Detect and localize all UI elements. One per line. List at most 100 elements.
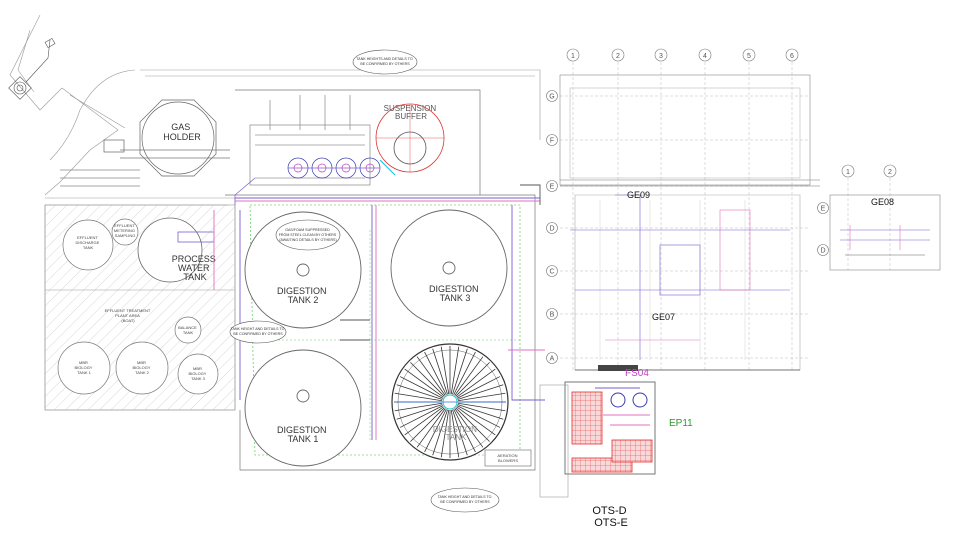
grid-row-label: C <box>549 269 554 276</box>
grid-row-label: B <box>550 312 555 319</box>
tank-ray <box>410 407 445 442</box>
tank-ray <box>452 348 468 395</box>
tank-ray <box>450 409 460 458</box>
tank-ray <box>440 346 450 395</box>
mbr-tank-1-label: MBR BIOLOGY TANK 1 <box>74 360 93 375</box>
post-digestion-tank <box>391 343 509 461</box>
grid-bubble <box>546 308 558 320</box>
grid-bubble <box>611 48 625 62</box>
tank-ray <box>456 376 501 399</box>
grid-bubble <box>654 48 668 62</box>
tank-ray <box>456 368 496 398</box>
room-ge08: GE08 <box>871 197 894 207</box>
grid-bubble <box>546 222 558 234</box>
digestion-tank-3-label: DIGESTION TANK 3 <box>429 284 481 303</box>
grid-bubble <box>785 48 799 62</box>
tank-ray <box>455 362 490 397</box>
room-ge09: GE09 <box>627 190 650 200</box>
grid-bubble <box>698 48 712 62</box>
note-digestion-2: GAS/FOAM SUPPRESSED FROM STEEL CLEAN BY … <box>279 228 338 242</box>
grid-bubble <box>566 48 580 62</box>
grid-bubble <box>742 48 756 62</box>
digestion-tank-2-label: DIGESTION TANK 2 <box>277 286 329 305</box>
grid-row-label: A <box>550 356 555 363</box>
building-outline <box>559 74 820 371</box>
grid-bubble <box>546 90 558 102</box>
effluent-discharge-label: EFFLUENT DISCHARGE TANK <box>76 235 101 250</box>
grid-column-label: 6 <box>790 53 794 60</box>
tank-ray <box>416 408 446 448</box>
grid-bubble <box>546 180 558 192</box>
tank-ray <box>457 402 506 412</box>
grid-bubble <box>817 244 829 256</box>
fs04-label: FS04 <box>625 368 649 379</box>
annex-row-label: E <box>821 206 826 213</box>
tank-ray <box>432 409 448 456</box>
tank-ray <box>399 376 444 399</box>
effluent-metering-label: EFFLUENT METERING SAMPLING <box>114 223 136 238</box>
tank-ray <box>453 408 476 453</box>
mbr-tank-2-label: MBR BIOLOGY TANK 2 <box>132 360 151 375</box>
tank-ray <box>424 351 447 396</box>
plant-boundary <box>225 89 536 471</box>
tank-ray <box>457 384 504 400</box>
grid-column-label: 5 <box>747 53 751 60</box>
tank-ray <box>452 409 468 456</box>
tank-ray <box>432 348 448 395</box>
tank-ray <box>456 406 496 436</box>
effluent-tanks <box>57 218 219 395</box>
tank-ray <box>396 384 443 400</box>
mbr-tank-3-label: MBR BIOLOGY TANK 3 <box>188 366 207 381</box>
tank-ray <box>404 406 444 436</box>
grid-bubble <box>883 164 897 178</box>
grid-bubble <box>817 202 829 214</box>
annex-row-label: D <box>820 248 825 255</box>
post-digestion-label: DIGESTION TANK <box>433 425 479 442</box>
aeration-blowers-label: AERATION BLOWERS <box>497 453 518 463</box>
grid-row-label: F <box>550 138 554 145</box>
balance-tank-label: BALANCE TANK <box>178 325 198 335</box>
grid-row-label: D <box>549 226 554 233</box>
digestion-tank-1-label: DIGESTION TANK 1 <box>277 425 329 444</box>
annex-column-label: 2 <box>888 169 892 176</box>
effluent-treatment-label: EFFLUENT TREATMENT PLANT AREA (BOAT) <box>105 308 152 323</box>
ep11-unit <box>539 381 656 498</box>
grid-bubble <box>546 265 558 277</box>
grid-bubble <box>546 352 558 364</box>
digestion-tanks <box>244 209 508 467</box>
tank-ray <box>454 408 484 448</box>
tank-ray <box>424 408 447 453</box>
gas-holder-label: GAS HOLDER <box>163 122 201 142</box>
tank-ray <box>410 362 445 397</box>
tank-ray <box>457 404 504 420</box>
tank-ray <box>450 346 460 395</box>
grid-row-label: G <box>549 94 554 101</box>
tank-ray <box>455 407 490 442</box>
gas-holder <box>60 99 230 187</box>
room-ge07: GE07 <box>652 312 675 322</box>
ots-label: OTS-D OTS-E <box>592 505 629 529</box>
tank-ray <box>440 409 450 458</box>
grid-bubble <box>546 134 558 146</box>
note-left: TANK HEIGHT AND DETAILS TO BE CONFIRMED … <box>231 327 286 336</box>
process-piping <box>213 184 545 440</box>
tank-ray <box>394 402 443 412</box>
suspension-buffer <box>375 103 445 176</box>
note-bottom: TANK HEIGHT AND DETAILS TO BE CONFIRMED … <box>438 495 493 504</box>
grid-row-label: E <box>550 184 555 191</box>
tank-ray <box>454 356 484 396</box>
tank-ray <box>394 392 443 402</box>
tank-ray <box>396 404 443 420</box>
note-top: TANK HEIGHTS AND DETAILS TO BE CONFIRMED… <box>356 57 413 66</box>
process-water-label: PROCESS WATER TANK <box>172 254 219 282</box>
annex-building <box>829 194 941 271</box>
pump-manifold <box>234 95 381 205</box>
grid-column-label: 2 <box>616 53 620 60</box>
note-clouds <box>229 49 500 513</box>
aeration-blowers-box <box>484 449 532 467</box>
grid-column-label: 4 <box>703 53 707 60</box>
tank-ray <box>453 351 476 396</box>
tank-ray <box>456 405 501 428</box>
